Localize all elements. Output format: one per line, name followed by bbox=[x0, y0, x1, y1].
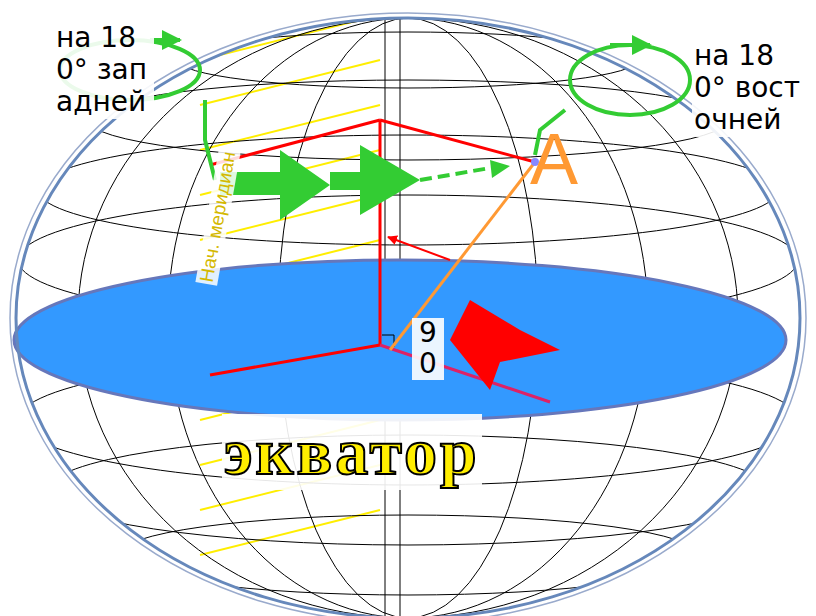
longitude-arrow bbox=[420, 168, 490, 180]
globe-outline bbox=[10, 13, 806, 616]
latitude-arrow bbox=[388, 237, 450, 260]
latitude-arrow bbox=[450, 300, 560, 390]
angle-label: 90 bbox=[412, 318, 444, 380]
point-label: А bbox=[528, 118, 580, 201]
longitude-arrow bbox=[220, 145, 510, 220]
direction-label: на 180° восточней bbox=[692, 40, 806, 137]
equator-label: экватор bbox=[222, 414, 482, 490]
longitude-arrow bbox=[205, 100, 215, 180]
globe-outline bbox=[16, 18, 800, 616]
direction-label: на 180° западней bbox=[54, 22, 154, 119]
equator-plane bbox=[14, 260, 786, 420]
rotation-arrow bbox=[60, 40, 690, 115]
